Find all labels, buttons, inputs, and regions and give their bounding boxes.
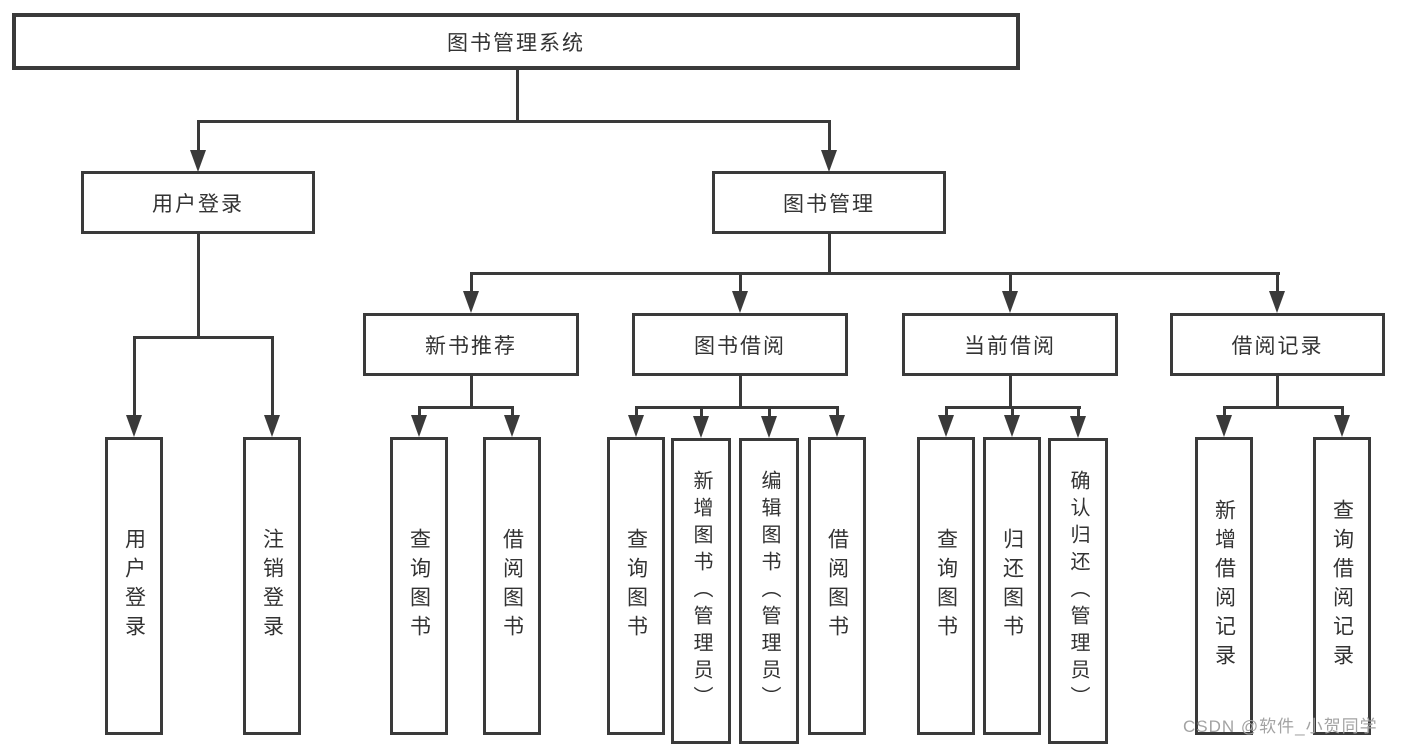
connector-leaf-shaft — [1341, 406, 1344, 418]
connector-leaf-shaft — [768, 406, 771, 418]
connector-current-borrow-stem — [1009, 376, 1012, 409]
connector-book-borrow-rail — [635, 406, 839, 409]
arrow-down-icon — [821, 150, 837, 172]
connector-leaf-shaft — [1223, 406, 1226, 418]
arrow-down-icon — [190, 150, 206, 172]
leaf-newbook-query-label: 查询图书 — [407, 528, 431, 644]
arrow-down-icon — [1216, 415, 1232, 437]
connector-leaf-shaft — [511, 406, 514, 418]
arrow-down-icon — [829, 415, 845, 437]
arrow-down-icon — [693, 416, 709, 438]
connector-user-login-stem — [197, 234, 200, 338]
leaf-borrow-add-admin-label: 新增图书（管理员） — [690, 469, 712, 713]
arrow-down-icon — [761, 416, 777, 438]
connector-user-login-rail — [133, 336, 274, 339]
connector-borrow-records-stem — [1276, 376, 1279, 409]
leaf-logout-label: 注销登录 — [260, 528, 284, 644]
connector-module-shaft — [739, 272, 742, 294]
leaf-record-query: 查询借阅记录 — [1313, 437, 1371, 735]
node-book-mgmt-label: 图书管理 — [783, 192, 875, 216]
leaf-current-return: 归还图书 — [983, 437, 1041, 735]
leaf-current-return-label: 归还图书 — [1000, 528, 1024, 644]
connector-root-rail — [197, 120, 831, 123]
node-new-book: 新书推荐 — [363, 313, 579, 376]
connector-book-borrow-stem — [739, 376, 742, 409]
node-book-borrow-label: 图书借阅 — [694, 334, 786, 358]
arrow-down-icon — [463, 291, 479, 313]
arrow-down-icon — [1070, 416, 1086, 438]
leaf-newbook-borrow: 借阅图书 — [483, 437, 541, 735]
connector-leaf-shaft — [1077, 406, 1080, 418]
node-current-borrow: 当前借阅 — [902, 313, 1118, 376]
arrow-down-icon — [1002, 291, 1018, 313]
leaf-borrow-borrow-label: 借阅图书 — [825, 528, 849, 644]
leaf-borrow-add-admin: 新增图书（管理员） — [671, 438, 731, 744]
arrow-down-icon — [126, 415, 142, 437]
arrow-down-icon — [732, 291, 748, 313]
leaf-user-login: 用户登录 — [105, 437, 163, 735]
leaf-record-add: 新增借阅记录 — [1195, 437, 1253, 735]
arrow-down-icon — [1269, 291, 1285, 313]
arrow-down-icon — [264, 415, 280, 437]
connector-leaf-shaft — [836, 406, 839, 418]
arrow-down-icon — [1334, 415, 1350, 437]
node-borrow-records: 借阅记录 — [1170, 313, 1385, 376]
leaf-current-confirm-admin: 确认归还（管理员） — [1048, 438, 1108, 744]
connector-new-book-rail — [418, 406, 514, 409]
connector-module-shaft — [470, 272, 473, 294]
leaf-record-add-label: 新增借阅记录 — [1212, 499, 1236, 673]
node-user-login: 用户登录 — [81, 171, 315, 234]
connector-borrow-records-rail — [1223, 406, 1344, 409]
leaf-borrow-query: 查询图书 — [607, 437, 665, 735]
connector-module-shaft — [1276, 272, 1279, 294]
arrow-down-icon — [938, 415, 954, 437]
leaf-borrow-borrow: 借阅图书 — [808, 437, 866, 735]
connector-module-shaft — [1009, 272, 1012, 294]
leaf-current-confirm-admin-label: 确认归还（管理员） — [1067, 469, 1089, 713]
leaf-current-query-label: 查询图书 — [934, 528, 958, 644]
node-book-mgmt: 图书管理 — [712, 171, 946, 234]
leaf-newbook-query: 查询图书 — [390, 437, 448, 735]
arrow-down-icon — [628, 415, 644, 437]
leaf-logout: 注销登录 — [243, 437, 301, 735]
connector-book-mgmt-shaft — [828, 120, 831, 153]
leaf-record-query-label: 查询借阅记录 — [1330, 499, 1354, 673]
connector-leaf-shaft — [271, 336, 274, 418]
connector-new-book-stem — [470, 376, 473, 409]
connector-leaf-shaft — [133, 336, 136, 418]
connector-leaf-shaft — [700, 406, 703, 418]
node-root: 图书管理系统 — [12, 13, 1020, 70]
leaf-current-query: 查询图书 — [917, 437, 975, 735]
connector-user-login-shaft — [197, 120, 200, 153]
connector-book-mgmt-rail — [470, 272, 1280, 275]
connector-book-mgmt-stem — [828, 234, 831, 274]
leaf-user-login-label: 用户登录 — [122, 528, 146, 644]
arrow-down-icon — [1004, 415, 1020, 437]
connector-root-stem — [516, 70, 519, 122]
node-book-borrow: 图书借阅 — [632, 313, 848, 376]
node-borrow-records-label: 借阅记录 — [1231, 334, 1324, 358]
arrow-down-icon — [504, 415, 520, 437]
connector-leaf-shaft — [418, 406, 421, 418]
arrow-down-icon — [411, 415, 427, 437]
leaf-newbook-borrow-label: 借阅图书 — [500, 528, 524, 644]
connector-leaf-shaft — [1011, 406, 1014, 418]
csdn-watermark: CSDN @软件_小贺同学 — [1183, 717, 1378, 736]
node-current-borrow-label: 当前借阅 — [964, 334, 1056, 358]
node-user-login-label: 用户登录 — [152, 192, 244, 216]
leaf-borrow-edit-admin: 编辑图书（管理员） — [739, 438, 799, 744]
node-root-label: 图书管理系统 — [447, 31, 585, 55]
leaf-borrow-edit-admin-label: 编辑图书（管理员） — [758, 469, 780, 713]
connector-leaf-shaft — [945, 406, 948, 418]
leaf-borrow-query-label: 查询图书 — [624, 528, 648, 644]
connector-leaf-shaft — [635, 406, 638, 418]
node-new-book-label: 新书推荐 — [425, 334, 517, 358]
